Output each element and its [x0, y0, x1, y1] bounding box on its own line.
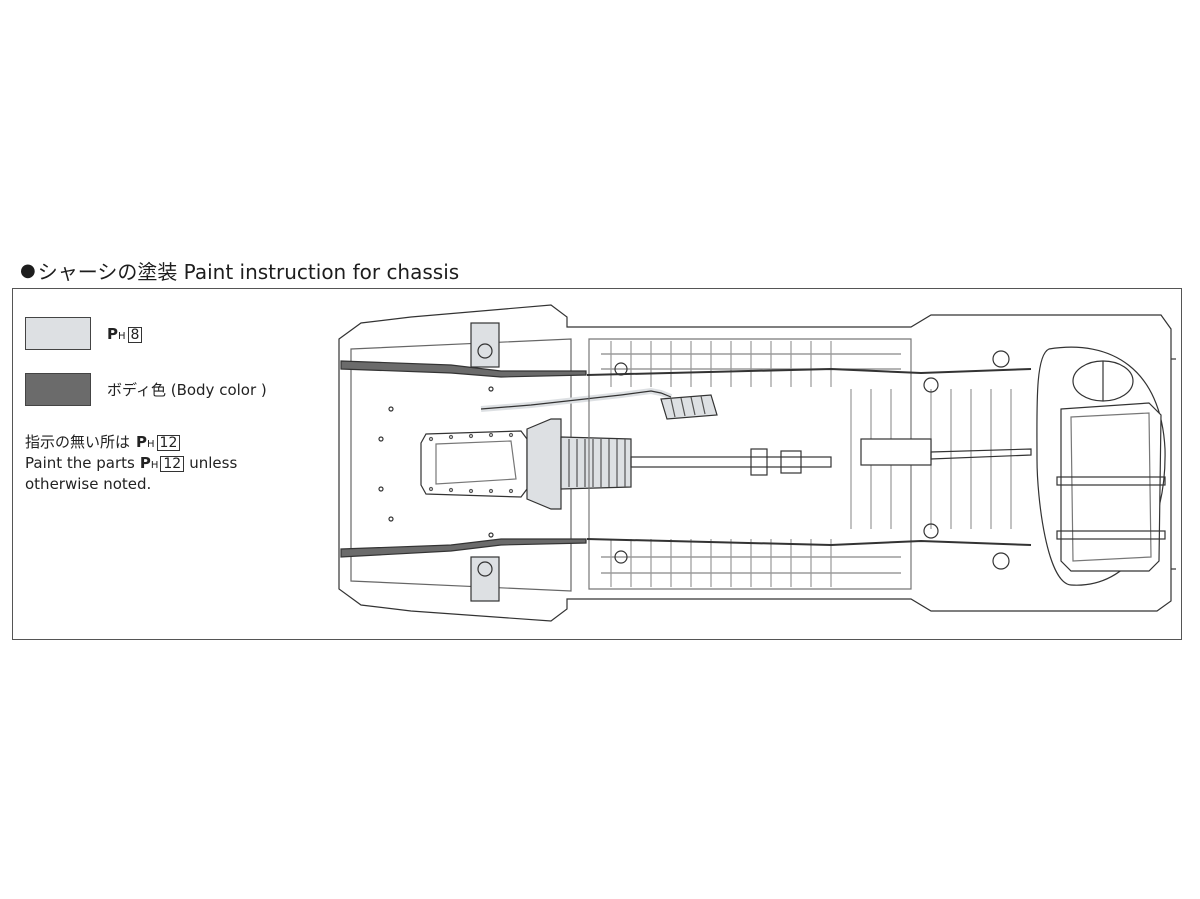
section-heading: ● シャーシの塗装 Paint instruction for chassis	[20, 256, 459, 285]
bullet-icon: ●	[20, 260, 36, 281]
body-color-swatch	[25, 373, 91, 406]
body-color-label: ボディ色 (Body color )	[107, 381, 267, 399]
legend-item-body-color: ボディ色 (Body color )	[25, 373, 267, 406]
heading-text: シャーシの塗装 Paint instruction for chassis	[37, 260, 460, 284]
note-line-3: otherwise noted.	[25, 475, 152, 493]
ph8-swatch	[25, 317, 91, 350]
chassis-underside-diagram	[338, 304, 1176, 622]
